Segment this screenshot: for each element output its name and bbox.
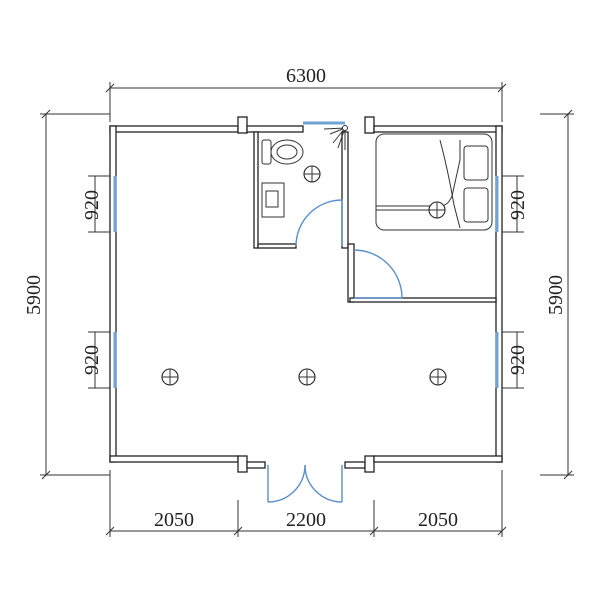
toilet-icon <box>261 139 304 165</box>
dimension-lines <box>40 82 574 537</box>
light-icon <box>303 165 321 183</box>
doors <box>267 199 403 503</box>
dim-left-window-lower: 920 <box>81 345 103 375</box>
light-icon <box>298 368 316 386</box>
dim-bottom-left: 2050 <box>154 509 194 531</box>
dim-left-window-upper: 920 <box>81 190 103 220</box>
entrance-door-right <box>304 464 343 503</box>
ceiling-lights <box>161 165 447 386</box>
dim-right-window-upper: 920 <box>507 190 529 220</box>
shower-icon <box>323 125 348 150</box>
exterior-walls <box>109 116 503 473</box>
light-icon <box>428 201 446 219</box>
dim-right-window-lower: 920 <box>507 345 529 375</box>
windows <box>113 121 499 388</box>
dim-left-total: 5900 <box>23 275 45 315</box>
dim-top-total: 6300 <box>286 65 326 87</box>
bathroom-door <box>295 199 343 247</box>
entrance-door-left <box>267 464 306 503</box>
dim-right-total: 5900 <box>545 275 567 315</box>
dim-bottom-middle: 2200 <box>286 509 326 531</box>
dim-bottom-right: 2050 <box>418 509 458 531</box>
dimension-labels: 6300 2050 2200 2050 5900 5900 920 920 92… <box>23 65 567 531</box>
light-icon <box>161 368 179 386</box>
sink-icon <box>261 182 285 218</box>
bathroom-fixtures <box>261 125 348 218</box>
bedroom-door <box>353 249 403 299</box>
light-icon <box>429 368 447 386</box>
